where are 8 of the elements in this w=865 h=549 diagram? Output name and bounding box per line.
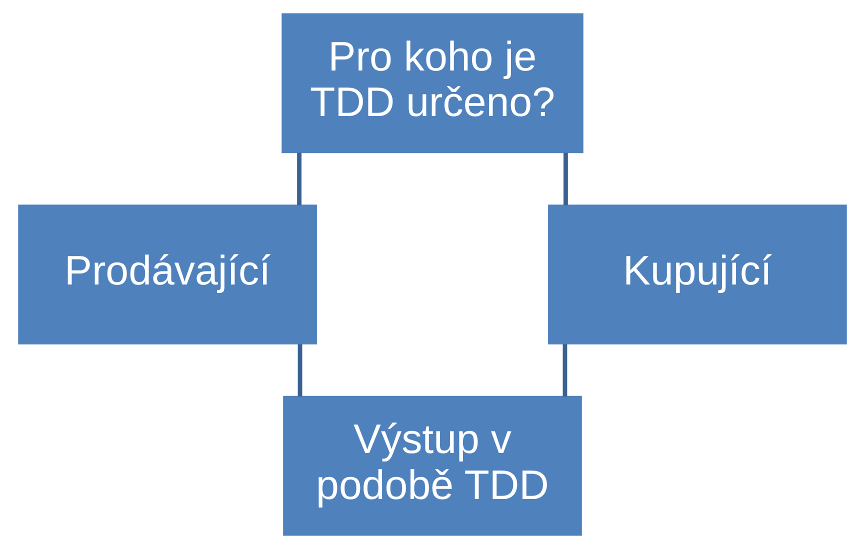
connector — [298, 344, 302, 397]
connector — [562, 344, 568, 397]
node-box: Pro koho je TDD určeno? — [282, 13, 584, 154]
node-box: Kupující — [548, 204, 847, 344]
node-box: Prodávající — [18, 204, 317, 344]
connector — [564, 152, 568, 206]
node-box: Výstup v podobě TDD — [283, 396, 582, 536]
connector — [297, 152, 302, 206]
